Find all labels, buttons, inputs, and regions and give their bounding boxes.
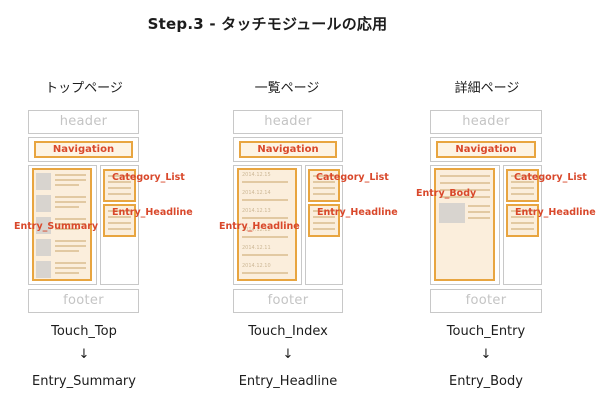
footer-label: footer [63, 293, 104, 308]
text-line [55, 196, 86, 198]
main-content-box: 2014.12.15 2014.12.14 2014.12.13 2014.12… [233, 165, 302, 285]
entry-date: 2014.12.14 [242, 190, 271, 196]
category-list-module [308, 169, 340, 202]
main-content-box [28, 165, 97, 285]
entry-headline-label: Entry_Headline [515, 207, 596, 218]
header-box: header [430, 110, 542, 134]
footer-label: footer [267, 293, 309, 308]
arrow-down-icon: ↓ [282, 347, 294, 362]
column-heading-entry: 詳細ページ [454, 81, 520, 96]
result-entry-headline: Entry_Headline [238, 374, 338, 389]
category-list-label: Category_List [316, 172, 389, 183]
text-line [55, 218, 86, 220]
entry-date: 2014.12.15 [242, 172, 271, 178]
header-box: header [28, 110, 139, 134]
footer-box: footer [233, 289, 343, 313]
text-line [55, 223, 86, 225]
text-line [55, 245, 86, 247]
entry-headline-module [308, 204, 340, 237]
entry-thumbnail [36, 195, 51, 212]
entry-thumbnail [36, 217, 51, 234]
text-line [55, 179, 86, 181]
sidebar-box [100, 165, 139, 285]
entry-headline-panel: 2014.12.15 2014.12.14 2014.12.13 2014.12… [237, 168, 297, 281]
text-line [55, 240, 86, 242]
footer-label: footer [465, 293, 507, 308]
footer-box: footer [430, 289, 542, 313]
text-line [55, 201, 86, 203]
module-name-touch-index: Touch_Index [248, 324, 328, 339]
arrow-down-icon: ↓ [78, 347, 90, 362]
footer-box: footer [28, 289, 139, 313]
entry-image [439, 203, 465, 223]
entry-headline-label: Entry_Headline [317, 207, 398, 218]
result-entry-body: Entry_Body [449, 374, 523, 389]
entry-body-label: Entry_Body [416, 188, 477, 199]
sidebar-box [503, 165, 542, 285]
module-name-touch-top: Touch_Top [51, 324, 117, 339]
entry-body-panel [434, 168, 495, 281]
navigation-module: Navigation [239, 141, 337, 158]
header-label: header [59, 114, 108, 129]
entry-date: 2014.12.13 [242, 208, 271, 214]
entry-headline-label: Entry_Headline [112, 207, 193, 218]
header-box: header [233, 110, 343, 134]
column-heading-top: トップページ [45, 81, 123, 96]
entry-headline-module [103, 204, 136, 237]
module-name-touch-entry: Touch_Entry [446, 324, 526, 339]
navigation-box: Navigation [28, 137, 139, 162]
arrow-down-icon: ↓ [480, 347, 492, 362]
category-list-module [506, 169, 539, 202]
header-label: header [264, 114, 312, 129]
navigation-module: Navigation [34, 141, 133, 158]
entry-thumbnail [36, 261, 51, 278]
text-line [55, 272, 79, 274]
text-line [55, 250, 79, 252]
category-list-label: Category_List [514, 172, 587, 183]
entry-headline-module [506, 204, 539, 237]
navigation-box: Navigation [430, 137, 542, 162]
result-entry-summary: Entry_Summary [32, 374, 136, 389]
text-line [55, 267, 86, 269]
header-label: header [462, 114, 510, 129]
text-line [55, 262, 86, 264]
entry-headline-main-label: Entry_Headline [219, 221, 300, 232]
text-line [55, 184, 79, 186]
entry-date: 2014.12.10 [242, 263, 271, 269]
sidebar-box [305, 165, 343, 285]
entry-thumbnail [36, 173, 51, 190]
entry-date: 2014.12.12 [242, 227, 271, 233]
entry-thumbnail [36, 239, 51, 256]
main-content-box [430, 165, 500, 285]
entry-date: 2014.12.11 [242, 245, 271, 251]
text-line [55, 174, 86, 176]
page-title: Step.3 - タッチモジュールの応用 [147, 15, 388, 33]
category-list-label: Category_List [112, 172, 185, 183]
navigation-box: Navigation [233, 137, 343, 162]
column-heading-index: 一覧ページ [254, 81, 320, 96]
text-line [55, 206, 79, 208]
entry-summary-panel [32, 168, 92, 281]
entry-summary-label: Entry_Summary [14, 221, 99, 232]
text-line [55, 228, 79, 230]
navigation-module: Navigation [436, 141, 536, 158]
category-list-module [103, 169, 136, 202]
